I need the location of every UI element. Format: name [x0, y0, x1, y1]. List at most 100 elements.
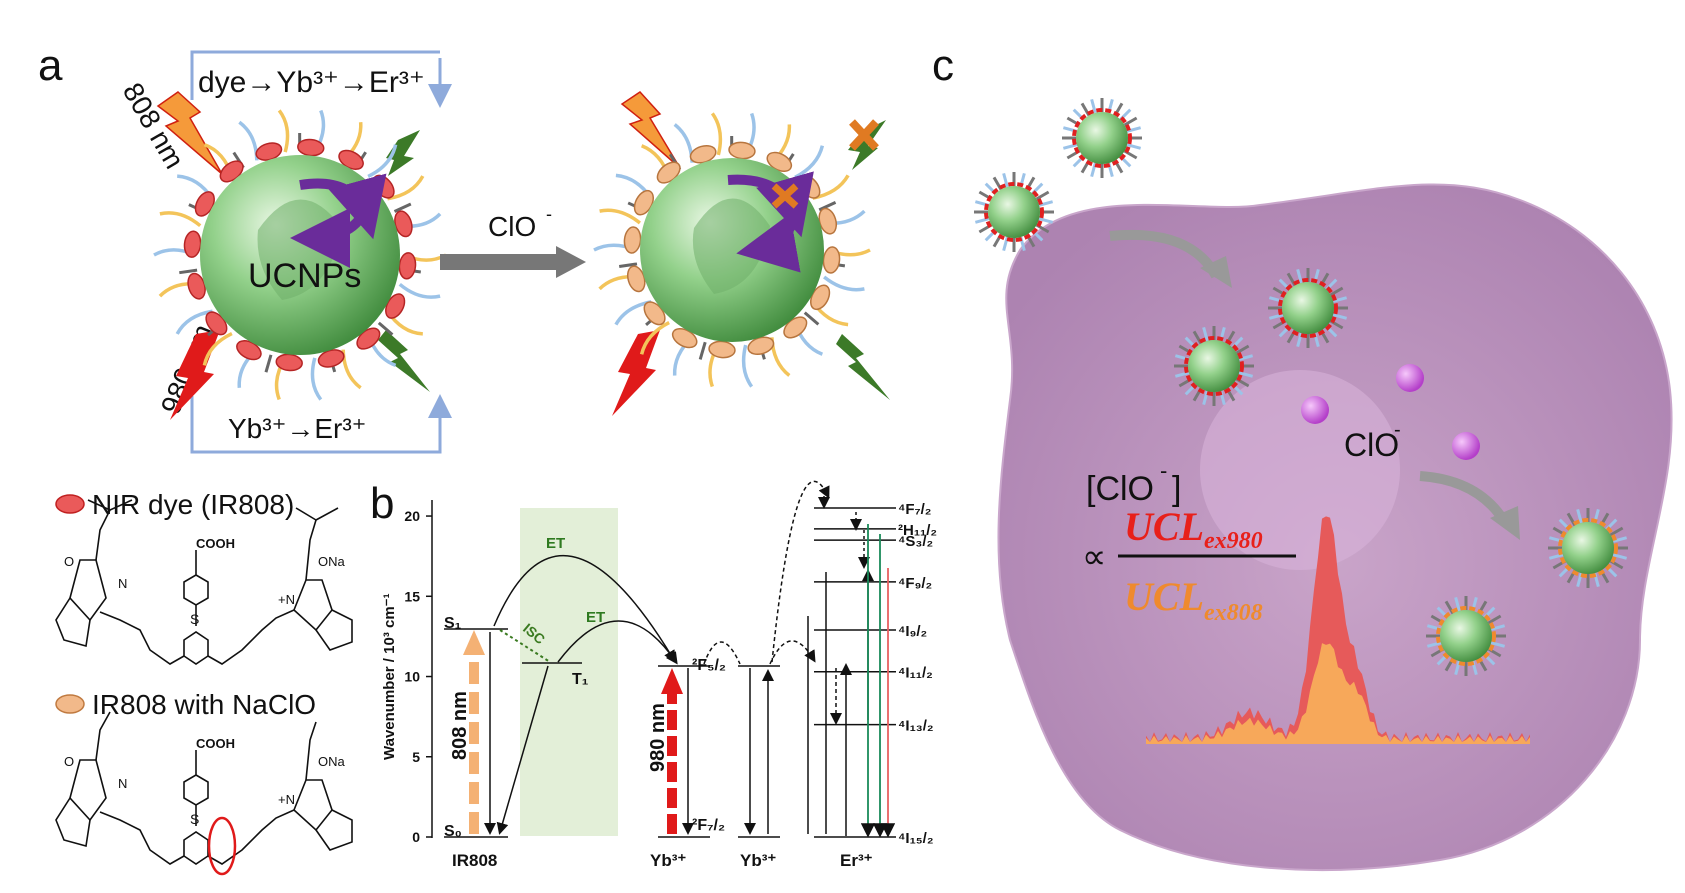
ligand-chain	[377, 321, 394, 336]
ligand	[599, 208, 641, 225]
et-label-1: ET	[546, 535, 565, 552]
clo-ion	[1301, 396, 1329, 424]
cell-nucleus	[1200, 370, 1400, 570]
species-yb2: Yb³⁺	[740, 851, 776, 870]
species-yb1: Yb³⁺	[650, 851, 686, 870]
dye-molecule	[810, 284, 831, 311]
label-s0: S₀	[444, 823, 462, 840]
path-bottom-label: Yb³⁺→Er³⁺	[228, 413, 366, 444]
ligand	[1609, 526, 1624, 537]
ligand	[159, 211, 202, 228]
ucnp-core	[1076, 112, 1128, 164]
uptake-arrow-1-head	[1200, 256, 1232, 288]
emission-bolt-top-left	[386, 130, 420, 176]
b-y-tick-label: 20	[404, 508, 420, 524]
ligand	[1426, 641, 1442, 648]
reaction-label: ClO	[488, 211, 536, 242]
legend-oxidized-label: IR808 with NaClO	[92, 689, 316, 720]
dye-shell	[984, 182, 1044, 242]
ligand	[310, 357, 323, 401]
ligand	[1038, 217, 1054, 224]
ligand-chain	[393, 202, 412, 213]
b-y-tick-label: 5	[412, 749, 420, 765]
ligand-chain	[618, 262, 638, 269]
yb-yb-transfer	[703, 641, 741, 665]
label-t1: T₁	[572, 671, 589, 688]
ligand	[341, 349, 362, 390]
b-y-tick-label: 15	[404, 588, 420, 604]
epoxide-highlight	[207, 816, 237, 876]
clo-ion	[1452, 432, 1480, 460]
reaction-arrow-head	[556, 246, 586, 278]
ligand	[639, 320, 670, 355]
ucnp-particle	[1268, 268, 1348, 348]
ucnp-core	[988, 186, 1040, 238]
ligand-chain	[179, 268, 198, 275]
ucnp-particle	[974, 172, 1054, 252]
denominator-sub: ex808	[1204, 600, 1263, 626]
excite-980-label: 980 nm	[647, 703, 669, 772]
struct-s-2: S	[190, 811, 199, 827]
ligand	[238, 120, 259, 161]
ligand	[1123, 116, 1138, 127]
bolt-980-right	[612, 330, 660, 416]
emission-bolt-bottom-left	[378, 330, 430, 392]
ligand	[1038, 200, 1054, 207]
ligand	[1062, 143, 1078, 150]
dye-molecule	[398, 252, 417, 280]
dye-molecule	[656, 161, 681, 184]
legend-dye-label: NIR dye (IR808)	[92, 489, 294, 520]
quench-cross-center	[771, 183, 799, 209]
uptake-arrow-2-head	[1490, 506, 1520, 540]
ucnps-label: UCNPs	[248, 257, 361, 295]
ligand	[1296, 332, 1303, 348]
ligand	[1548, 553, 1564, 560]
ligand	[1126, 143, 1142, 150]
ligand	[794, 145, 825, 180]
bolt-808-right	[620, 91, 681, 169]
ligand	[710, 112, 723, 156]
ligand	[1174, 371, 1190, 378]
et-arc-1	[493, 554, 676, 663]
dye-molecule	[275, 353, 303, 372]
species-er: Er³⁺	[840, 851, 873, 870]
ucnp-particle	[1426, 596, 1506, 676]
ligand	[387, 175, 425, 201]
conc-sup: -	[1160, 458, 1167, 483]
struct-n-2: N	[118, 776, 127, 791]
struct-cooh-2: COOH	[196, 736, 235, 751]
ucnp-particle-oxidized	[593, 112, 871, 388]
dye-molecule	[623, 226, 642, 254]
struct-nplus-2: +N	[278, 792, 295, 807]
ligand	[741, 344, 754, 388]
frame-line-top	[190, 50, 440, 100]
ligand	[823, 275, 865, 292]
isc-arrow	[499, 629, 551, 663]
ligand	[1238, 354, 1254, 361]
dye-molecule	[818, 207, 838, 235]
ligand	[1454, 660, 1461, 676]
dye-molecule	[633, 189, 654, 216]
ligand	[1576, 572, 1583, 588]
ligand-chain	[803, 311, 820, 326]
emission-bolt-bottom-right	[836, 334, 890, 400]
yb-er-transfer-1	[769, 640, 816, 665]
dye-molecule	[783, 316, 808, 339]
ligand	[770, 337, 791, 377]
ligand	[1332, 296, 1348, 303]
er-levels: ⁴F₇/₂²H₁₁/₂⁴S₃/₂⁴F₉/₂⁴I₉/₂⁴I₁₁/₂⁴I₁₃/₂⁴I…	[814, 501, 937, 847]
c-ion-sup: -	[1394, 419, 1401, 441]
legend-oxidized-symbol	[55, 694, 85, 714]
ucnp-particle	[1548, 508, 1628, 588]
dye-molecule	[385, 293, 406, 319]
frame-line-bottom	[190, 394, 452, 454]
ligand	[1487, 614, 1502, 625]
ligand	[974, 217, 990, 224]
dye-molecule	[708, 340, 736, 359]
struct-n-1: N	[118, 576, 127, 591]
legend-dye-symbol	[55, 494, 85, 514]
dye-shell	[1072, 108, 1132, 168]
er-level-label: ⁴I₁₅/₂	[898, 830, 934, 847]
dye-molecule	[626, 265, 646, 293]
